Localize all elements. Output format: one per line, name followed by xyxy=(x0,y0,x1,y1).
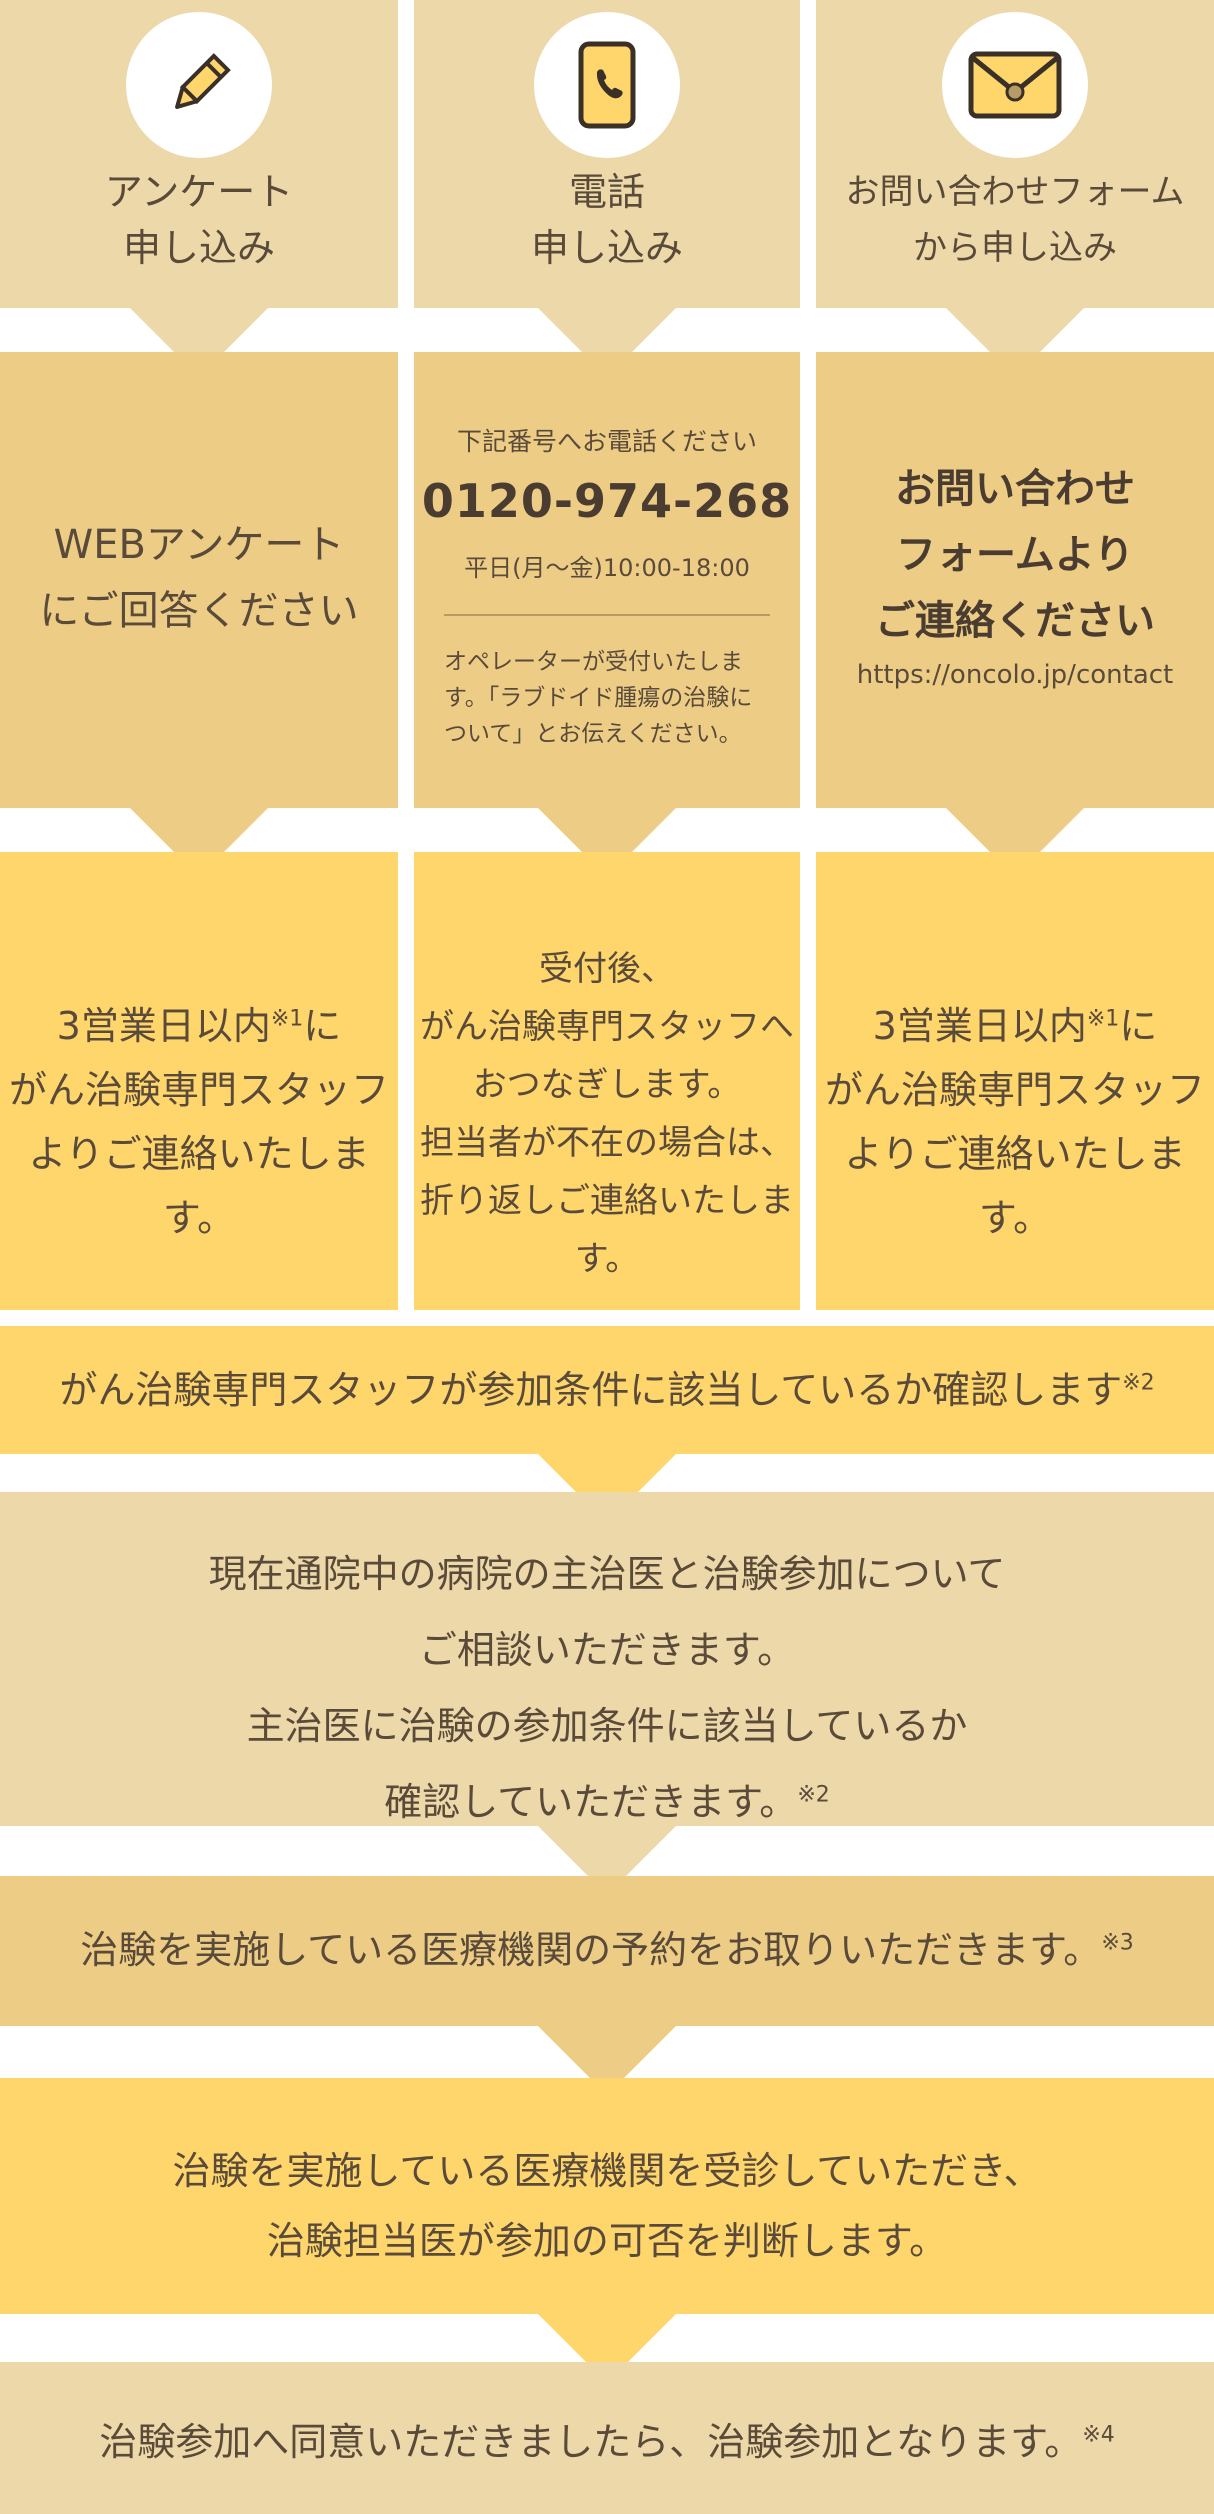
phone-hours: 平日(月〜金)10:00-18:00 xyxy=(464,554,750,582)
method-phone-title: 電話 申し込み xyxy=(530,170,683,270)
method-survey-card: アンケート 申し込み xyxy=(0,0,398,308)
method-survey-title: アンケート 申し込み xyxy=(104,170,294,270)
phone-icon xyxy=(534,12,680,158)
flow-consult-box: 現在通院中の病院の主治医と治験参加について ご相談いただきます。 主治医に治験の… xyxy=(0,1492,1214,1826)
step2-form-card: 3営業日以内※1に がん治験専門スタッフ よりご連絡いたします。 xyxy=(816,852,1214,1310)
flow-reserve-bar: 治験を実施している医療機関の予約をお取りいただきます。※3 xyxy=(0,1876,1214,2026)
divider xyxy=(444,614,770,616)
contact-url-link[interactable]: https://oncolo.jp/contact xyxy=(856,660,1174,690)
flow-consult-text: 現在通院中の病院の主治医と治験参加について ご相談いただきます。 主治医に治験の… xyxy=(208,1552,1006,1824)
flow-consent-bar: 治験参加へ同意いただきましたら、治験参加となります。※4 xyxy=(0,2362,1214,2514)
phone-note: オペレーターが受付いたしま す。「ラブドイド腫瘍の治験に ついて」とお伝えくださ… xyxy=(444,649,753,747)
method-phone-card: 電話 申し込み xyxy=(414,0,800,308)
step2-form-text: 3営業日以内※1に がん治験専門スタッフ よりご連絡いたします。 xyxy=(824,1004,1205,1240)
step2-web-text: 3営業日以内※1に がん治験専門スタッフ よりご連絡いたします。 xyxy=(8,1004,389,1240)
pencil-icon xyxy=(126,12,272,158)
phone-number[interactable]: 0120-974-268 xyxy=(421,474,793,528)
flow-visit-box: 治験を実施している医療機関を受診していただき、 治験担当医が参加の可否を判断しま… xyxy=(0,2078,1214,2314)
flow-check-bar: がん治験専門スタッフが参加条件に該当しているか確認します※2 xyxy=(0,1326,1214,1454)
method-form-title: お問い合わせフォーム から申し込み xyxy=(845,172,1185,268)
step2-web-card: 3営業日以内※1に がん治験専門スタッフ よりご連絡いたします。 xyxy=(0,852,398,1310)
flow-check-text: がん治験専門スタッフが参加条件に該当しているか確認します※2 xyxy=(59,1368,1155,1412)
step2-phone-card: 受付後、 がん治験専門スタッフへ おつなぎします。 担当者が不在の場合は、 折り… xyxy=(414,852,800,1310)
step1-form-text: お問い合わせ フォームより ご連絡ください xyxy=(875,466,1155,644)
step1-web-text: WEBアンケート にご回答ください xyxy=(39,522,359,634)
step1-web-card: WEBアンケート にご回答ください xyxy=(0,352,398,808)
phone-intro: 下記番号へお電話ください xyxy=(456,427,757,456)
flow-visit-text: 治験を実施している医療機関を受診していただき、 治験担当医が参加の可否を判断しま… xyxy=(172,2149,1042,2263)
step1-form-card: お問い合わせ フォームより ご連絡ください https://oncolo.jp/… xyxy=(816,352,1214,808)
step1-phone-card: 下記番号へお電話ください 0120-974-268 平日(月〜金)10:00-1… xyxy=(414,352,800,808)
method-form-card: お問い合わせフォーム から申し込み xyxy=(816,0,1214,308)
step2-phone-text: 受付後、 がん治験専門スタッフへ おつなぎします。 担当者が不在の場合は、 折り… xyxy=(420,949,794,1279)
flow-reserve-text: 治験を実施している医療機関の予約をお取りいただきます。※3 xyxy=(80,1928,1134,1972)
envelope-icon xyxy=(942,12,1088,158)
flow-consent-text: 治験参加へ同意いただきましたら、治験参加となります。※4 xyxy=(99,2420,1115,2464)
